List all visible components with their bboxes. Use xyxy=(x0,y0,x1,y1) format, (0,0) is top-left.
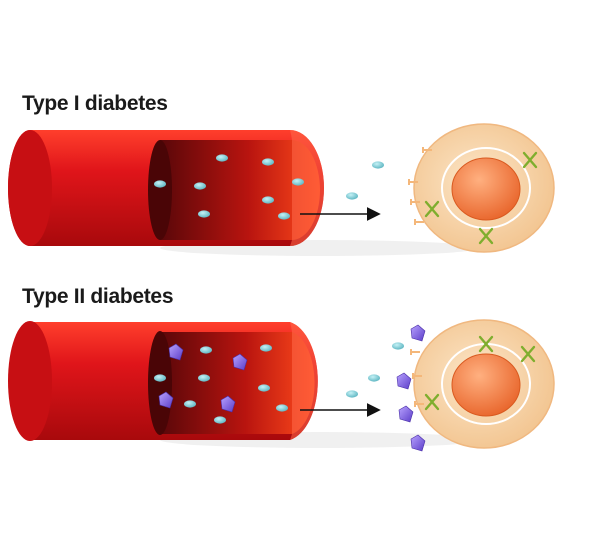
blocking-molecule-icon xyxy=(410,324,426,342)
insulin-molecules-outside-type1 xyxy=(346,161,384,200)
insulin-molecule xyxy=(198,210,210,218)
insulin-molecule xyxy=(368,374,380,382)
cell-nucleus xyxy=(451,353,521,417)
insulin-molecule xyxy=(258,384,270,392)
blocking-molecule-icon xyxy=(398,405,414,423)
target-cell-type1 xyxy=(408,123,555,253)
insulin-molecule xyxy=(262,158,274,166)
insulin-molecule xyxy=(154,180,166,188)
panel-title-type2: Type II diabetes xyxy=(22,285,174,308)
target-cell-type2 xyxy=(410,319,555,449)
blocking-molecule-icon xyxy=(396,372,412,390)
blood-vessel-type1 xyxy=(8,130,324,246)
molecules-outside-type2 xyxy=(346,324,426,452)
insulin-molecule xyxy=(198,374,210,382)
insulin-molecule xyxy=(184,400,196,408)
cell-nucleus xyxy=(451,157,521,221)
panel-type1 xyxy=(8,123,555,256)
panel-type2 xyxy=(8,319,555,452)
insulin-molecule xyxy=(276,404,288,412)
insulin-molecule xyxy=(346,390,358,398)
blood-vessel-type2 xyxy=(8,321,318,441)
insulin-molecule xyxy=(392,342,404,350)
insulin-molecule xyxy=(346,192,358,200)
insulin-molecule xyxy=(214,416,226,424)
panel-title-type1: Type I diabetes xyxy=(22,92,168,115)
insulin-molecule xyxy=(262,196,274,204)
insulin-molecule xyxy=(216,154,228,162)
insulin-molecule xyxy=(372,161,384,169)
insulin-molecule xyxy=(200,346,212,354)
insulin-molecule xyxy=(154,374,166,382)
insulin-molecule xyxy=(278,212,290,220)
insulin-molecule xyxy=(292,178,304,186)
insulin-molecule xyxy=(194,182,206,190)
insulin-molecule xyxy=(260,344,272,352)
